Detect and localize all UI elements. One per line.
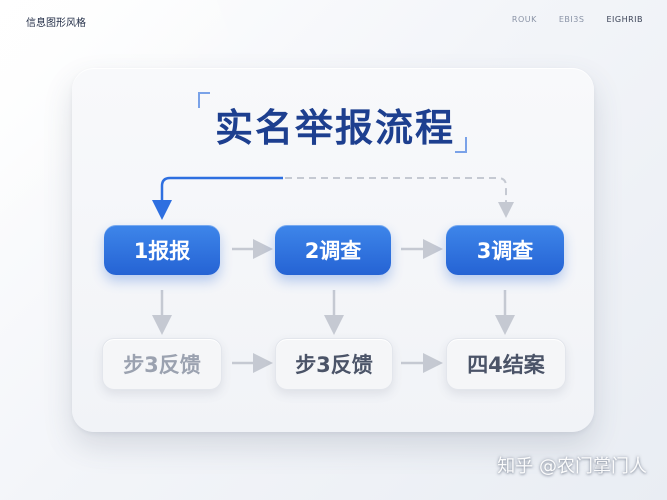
step-node-2[interactable]: 2调查 — [275, 225, 391, 275]
top-nav-link-1[interactable]: ROUK — [511, 15, 537, 24]
step-node-4[interactable]: 步3反馈 — [102, 338, 222, 390]
step-node-5[interactable]: 步3反馈 — [275, 338, 393, 390]
step-node-3[interactable]: 3调查 — [446, 225, 564, 275]
top-nav: ROUK EBI3S EIGHRIB — [512, 15, 643, 24]
brand-label: 信息图形风格 — [26, 18, 86, 29]
top-nav-link-2[interactable]: EBI3S — [558, 15, 585, 24]
title-bracket-bottom-right — [455, 137, 467, 153]
step-node-6[interactable]: 四4结案 — [446, 338, 566, 390]
page-title: 实名举报流程 — [214, 106, 455, 150]
loop-connector-blue — [152, 176, 283, 220]
watermark: 知乎 @农门掌门人 — [497, 456, 647, 477]
top-nav-link-3[interactable]: EIGHRIB — [606, 15, 643, 24]
step-node-1[interactable]: 1报报 — [104, 225, 220, 275]
title-bracket-top-left — [198, 92, 210, 108]
loop-connector-dashed — [285, 177, 514, 218]
